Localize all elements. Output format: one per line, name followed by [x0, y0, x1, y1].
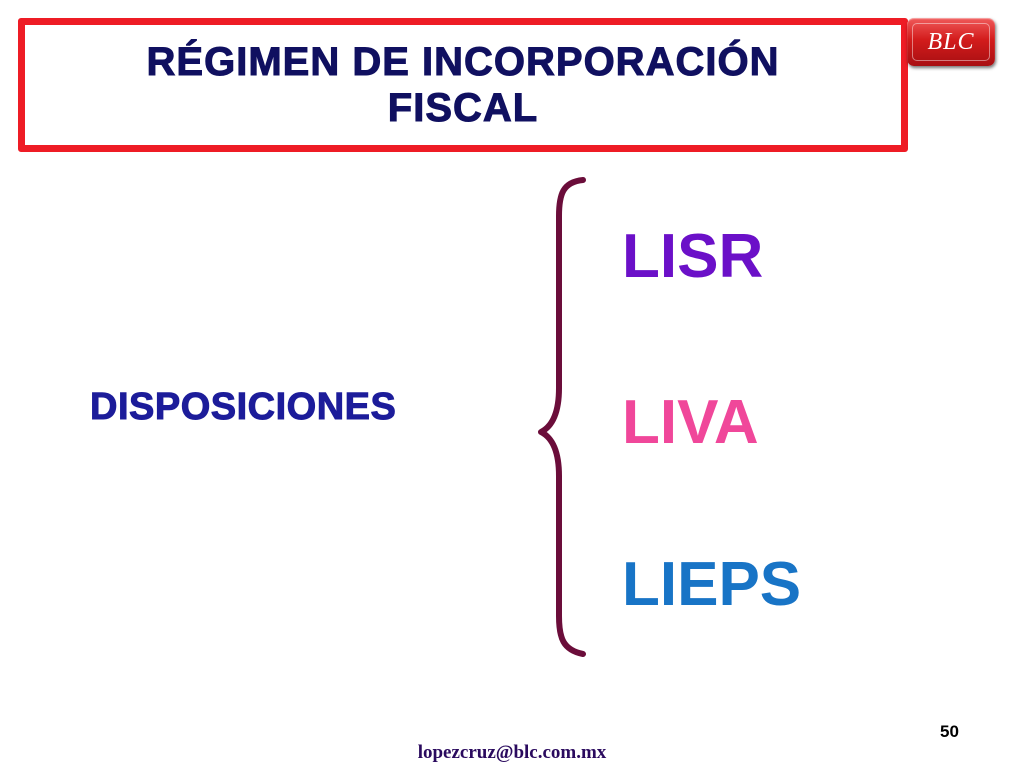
title-line-1: RÉGIMEN DE INCORPORACIÓN [146, 40, 780, 85]
law-item-lisr: LISR [622, 222, 764, 291]
law-item-lieps: LIEPS [622, 550, 802, 619]
curly-brace-icon [538, 177, 586, 657]
page-number: 50 [940, 722, 959, 741]
law-item-liva: LIVA [622, 388, 759, 457]
blc-logo-text: BLC [912, 23, 990, 61]
disposiciones-label: DISPOSICIONES [89, 386, 397, 429]
title-line-2: FISCAL [387, 86, 539, 131]
footer-email: lopezcruz@blc.com.mx [417, 742, 607, 763]
title-box: RÉGIMEN DE INCORPORACIÓN FISCAL [18, 18, 908, 152]
blc-logo: BLC [907, 18, 995, 66]
